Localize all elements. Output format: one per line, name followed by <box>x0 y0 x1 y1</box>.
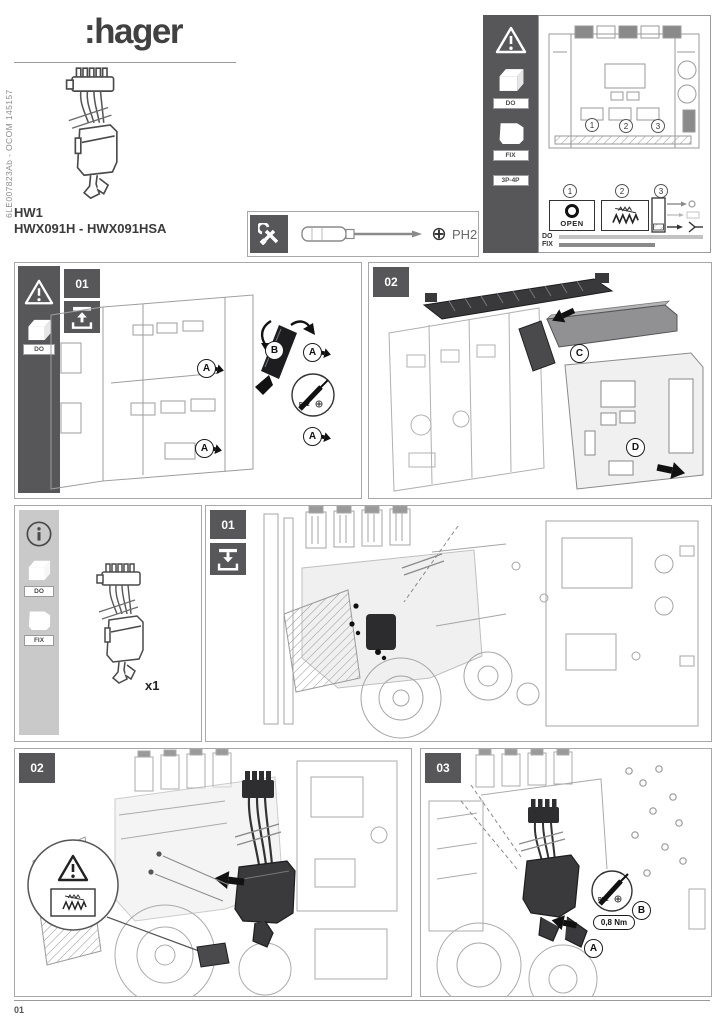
breaker-front-diagram <box>548 25 700 149</box>
coil-deenergized-icon <box>607 204 643 228</box>
required-tools-box: PH2 <box>247 211 479 257</box>
step-02b-panel: 02 <box>14 748 412 997</box>
fix-unit-icon <box>26 606 52 630</box>
phillips-icon <box>432 227 446 241</box>
do-tag: DO <box>24 586 54 598</box>
step-01a-panel: DO 01 <box>14 262 362 499</box>
header-divider <box>14 62 236 63</box>
ph2-inset-label: PH2 <box>299 402 310 408</box>
disconnect-icon <box>651 197 703 233</box>
marker-a: A <box>197 359 216 378</box>
tools-icon <box>250 215 288 253</box>
condition-open-box: OPEN <box>549 200 595 231</box>
fix-unit-icon <box>496 117 526 144</box>
marker-b: B <box>632 901 651 920</box>
info-icon <box>26 521 52 547</box>
info-panel: DO FIX x1 <box>14 505 202 742</box>
phillips-icon <box>614 895 622 903</box>
fix-tag: FIX <box>24 635 54 647</box>
page-number: 01 <box>14 1005 25 1015</box>
step-number-2: 2 <box>619 119 633 133</box>
brand-logo: :hager <box>84 12 183 51</box>
marker-b: B <box>265 341 284 360</box>
marker-c: C <box>570 344 589 363</box>
footer-divider <box>14 1000 710 1001</box>
do-icon-group: DO <box>23 316 55 356</box>
quantity-label: x1 <box>145 678 160 693</box>
condition-coil-box <box>601 200 649 231</box>
overview-sidebar: DO FIX 3P-4P <box>483 15 538 253</box>
condition-number-1: 1 <box>563 184 577 198</box>
step-01b-panel: 01 <box>205 505 712 742</box>
document-code: 6LE007823Ab - OCOM 145157 <box>4 89 14 218</box>
ph2-inset-label: PH2 <box>598 897 609 903</box>
step-number-box: 01 <box>210 510 246 539</box>
marker-d: D <box>626 438 645 457</box>
marker-a: A <box>584 939 603 958</box>
do-cube-icon <box>26 557 52 581</box>
do-tag: DO <box>492 98 529 110</box>
coil-illustration-header <box>36 66 154 208</box>
open-contact-icon <box>565 204 579 218</box>
step-number-3: 3 <box>651 119 665 133</box>
legend-fix-bar <box>559 243 655 247</box>
step-01a-sidebar: DO <box>18 266 60 493</box>
step-01b-diagram <box>263 506 699 739</box>
screwdriver-icon <box>301 226 422 242</box>
legend-do-bar <box>559 235 703 239</box>
open-label: OPEN <box>560 219 584 228</box>
step-02a-panel: 02 <box>368 262 712 499</box>
legend-do-label: DO <box>542 233 553 240</box>
warning-icon <box>495 25 527 55</box>
do-cube-icon <box>496 65 526 92</box>
marker-a: A <box>303 427 322 446</box>
step-number-1: 1 <box>585 118 599 132</box>
step-number-box: 01 <box>64 269 100 298</box>
remove-cover-icon <box>64 301 100 333</box>
fix-tag: FIX <box>492 150 529 162</box>
tool-size-label: PH2 <box>452 226 478 242</box>
phillips-icon <box>315 400 323 408</box>
step-03-panel: 03 <box>420 748 712 997</box>
product-range: HWX091H - HWX091HSA <box>14 221 167 236</box>
torque-label: 0,8 Nm <box>593 915 635 930</box>
install-icon <box>210 543 246 575</box>
overview-content: 1 2 3 1 2 3 OPEN <box>538 15 711 253</box>
step-03-diagram <box>428 749 706 996</box>
condition-number-2: 2 <box>615 184 629 198</box>
poles-tag: 3P-4P <box>492 175 529 187</box>
step-number-box: 03 <box>425 753 461 783</box>
marker-a: A <box>195 439 214 458</box>
product-model: HW1 <box>14 205 43 220</box>
legend-fix-label: FIX <box>542 241 553 248</box>
step-02b-diagram <box>27 749 398 996</box>
info-sidebar: DO FIX <box>19 510 59 735</box>
coil-illustration-info <box>73 532 173 722</box>
marker-a: A <box>303 343 322 362</box>
step-number-box: 02 <box>19 753 55 783</box>
step-01a-diagram <box>50 294 335 490</box>
overview-panel: DO FIX 3P-4P <box>483 15 711 253</box>
step-number-box: 02 <box>373 267 409 297</box>
step-02a-diagram <box>388 273 704 492</box>
condition-number-3: 3 <box>654 184 668 198</box>
do-tag: DO <box>23 344 55 356</box>
